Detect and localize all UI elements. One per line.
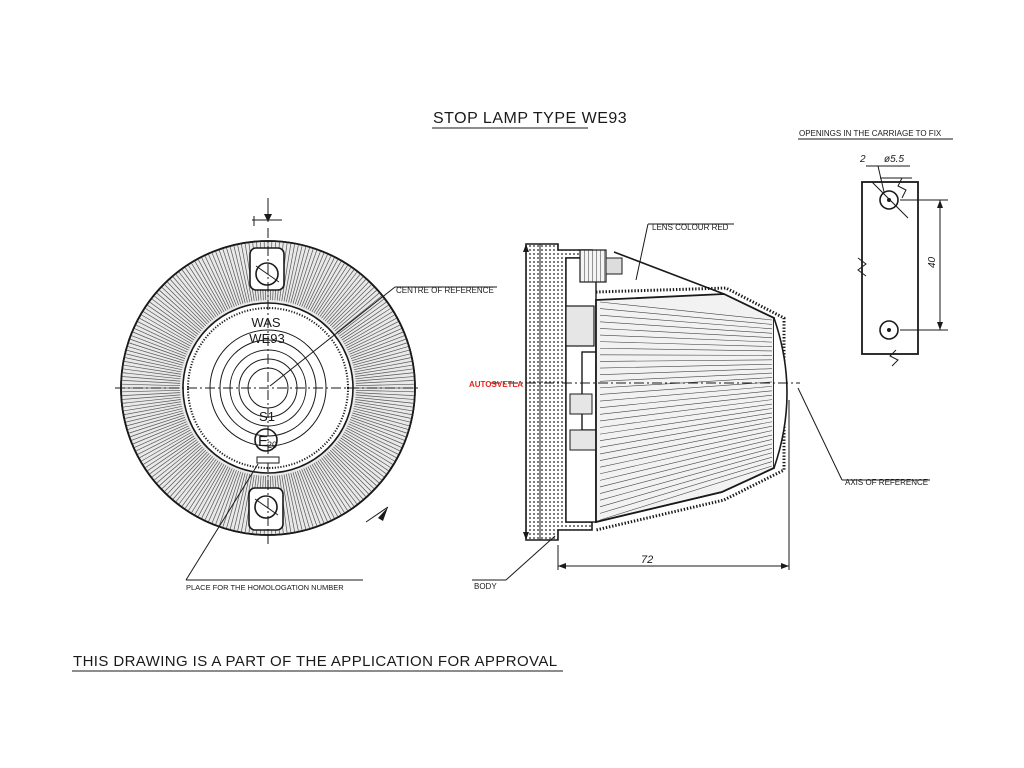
- footer-statement: THIS DRAWING IS A PART OF THE APPLICATIO…: [73, 653, 557, 670]
- openings-detail: OPENINGS IN THE CARRIAGE TO FIX 2 ø5.5 4…: [798, 129, 953, 367]
- label-openings: OPENINGS IN THE CARRIAGE TO FIX: [799, 129, 942, 138]
- bottom-mounting-lug: [248, 487, 284, 531]
- marking-line2: WE93: [249, 331, 284, 346]
- label-body: BODY: [474, 582, 497, 591]
- outer-ring-hatching: [122, 242, 414, 534]
- lens-optic-lines: [599, 301, 773, 521]
- label-centre-of-reference: CENTRE OF REFERENCE: [396, 286, 494, 295]
- dimension-hole-diameter: ø5.5: [884, 154, 904, 165]
- label-axis-of-reference: AXIS OF REFERENCE: [845, 478, 928, 487]
- drawing-title: STOP LAMP TYPE WE93: [433, 110, 627, 127]
- marking-line1: WAS: [251, 315, 280, 330]
- dimension-hole-offset: 2: [859, 154, 866, 165]
- front-view: WAS WE93 S1 E 20 CENTRE OF REFERENCE PLA…: [115, 198, 497, 592]
- label-homologation: PLACE FOR THE HOMOLOGATION NUMBER: [186, 583, 344, 592]
- side-section-view: LENS COLOUR RED AXIS OF REFERENCE BODY 7…: [472, 223, 930, 591]
- dimension-hole-spacing: 40: [927, 256, 938, 268]
- marking-s1: S1: [259, 409, 275, 424]
- top-mounting-lug: [249, 247, 285, 291]
- marking-e-number: 20: [267, 440, 277, 450]
- marking-e-letter: E: [258, 433, 268, 450]
- fixing-screw: [579, 249, 623, 283]
- label-lens-colour: LENS COLOUR RED: [652, 223, 729, 232]
- dimension-length: 72: [641, 554, 653, 566]
- watermark-text: AUTOSVETLA: [469, 380, 523, 389]
